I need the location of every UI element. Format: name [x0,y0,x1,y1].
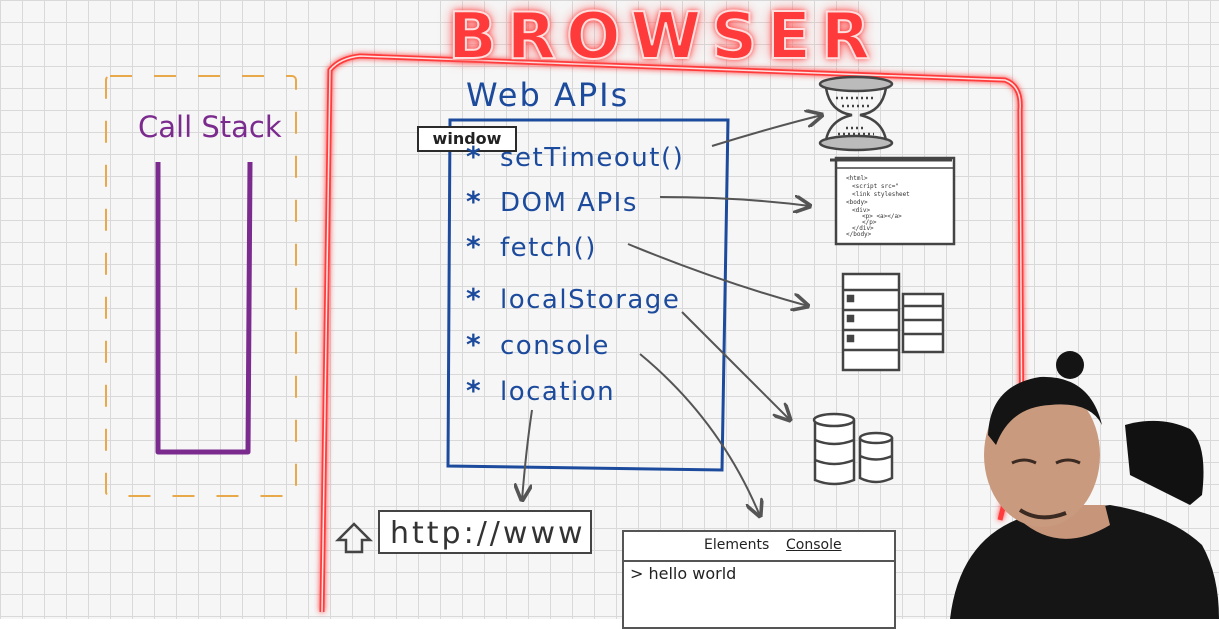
svg-text:<script src=": <script src=" [852,183,899,190]
bullet-star: * [466,282,483,315]
svg-text:<body>: <body> [846,199,868,206]
arrow-fetch [627,243,808,306]
web-apis-title: Web APIs [466,76,630,114]
svg-text:<link stylesheet: <link stylesheet [852,191,910,198]
arrow-dom [659,197,810,206]
bullet-star: * [466,185,483,218]
api-item-fetch: * fetch() [466,230,597,263]
presenter-avatar [950,351,1219,619]
call-stack-container [155,161,253,455]
api-item-label: DOM APIs [500,188,638,218]
api-item-label: console [500,331,610,361]
svg-text:</body>: </body> [846,231,872,238]
window-label: window [417,126,517,152]
tab-elements: Elements [704,537,770,553]
call-stack-title: Call Stack [138,110,282,144]
server-icon [841,272,945,372]
up-arrow-icon [334,522,374,554]
api-item-dom: * DOM APIs [466,185,638,218]
svg-text:</div>: </div> [852,225,874,232]
api-item-localstorage: * localStorage [466,282,680,315]
bullet-star: * [466,230,483,263]
api-item-settimeout: * setTimeout() [466,140,684,173]
arrow-console [639,353,760,516]
database-icon [812,412,894,486]
api-item-label: fetch() [500,233,597,263]
bullet-star: * [466,328,483,361]
svg-text:</p>: </p> [862,219,877,226]
devtools-console-panel: Elements Console > hello world [622,530,896,629]
api-item-label: location [500,377,616,407]
arrow-settimeout [711,115,822,147]
call-stack-dashed-frame [105,75,297,497]
tab-console: Console [786,537,842,553]
api-item-label: setTimeout() [500,143,685,173]
web-apis-box [446,118,730,472]
hourglass-icon [818,75,894,152]
api-item-location: * location [466,374,615,407]
svg-text:<p> <a></a>: <p> <a></a> [862,213,902,220]
svg-text:<html>: <html> [846,175,868,182]
arrow-location [522,409,533,500]
bullet-star: * [466,374,483,407]
html-document-icon: <html> <script src=" <link stylesheet <b… [830,156,956,246]
console-output: > hello world [630,564,737,583]
api-item-console: * console [466,328,610,361]
devtools-tab-bar: Elements Console [624,532,894,562]
browser-title: BROWSER [447,0,881,75]
api-item-label: localStorage [500,285,681,315]
bullet-star: * [466,140,483,173]
svg-text:<div>: <div> [852,207,870,214]
address-bar: http://www [378,510,592,554]
arrow-localstorage [681,311,790,420]
